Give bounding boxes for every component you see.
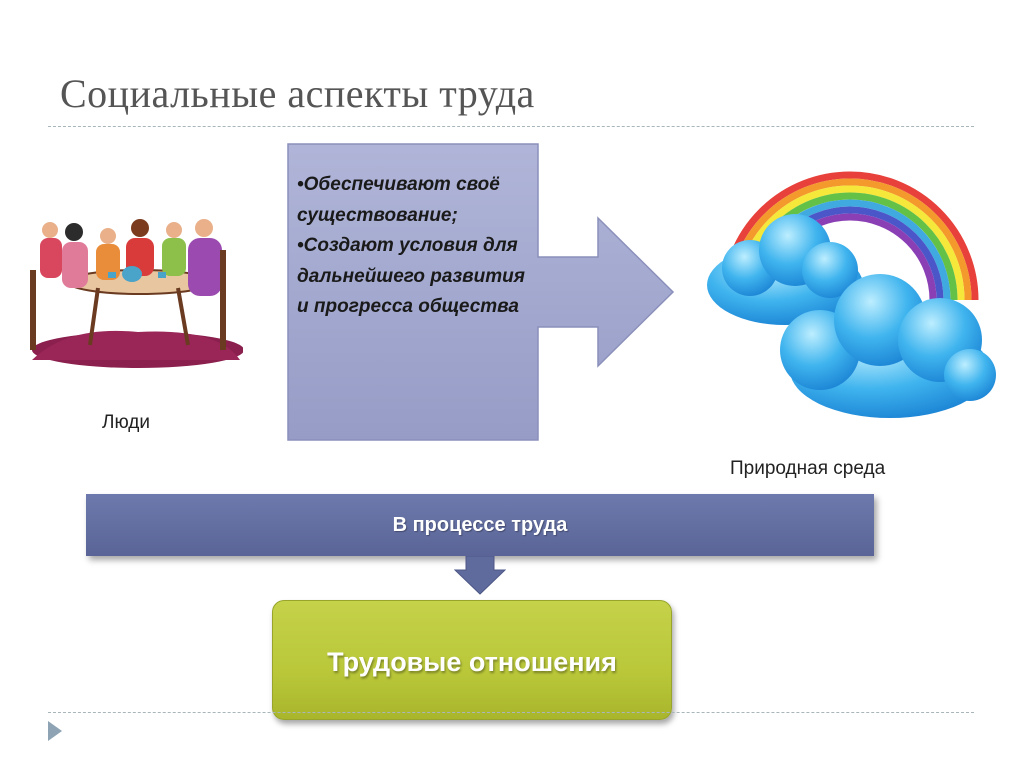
people-illustration [30, 219, 243, 368]
process-label: В процессе труда [392, 514, 568, 536]
right-arrow-shape [287, 143, 675, 441]
arrow-item-1: •Обеспечивают своё существование; [297, 174, 500, 226]
down-arrow-shape [454, 556, 506, 595]
title-divider [48, 126, 974, 127]
play-triangle-icon [48, 721, 62, 741]
arrow-item-2: •Создают условия для дальнейшего развити… [297, 235, 525, 317]
labor-relations-box: Трудовые отношения [272, 600, 672, 720]
slide-title: Социальные аспекты труда [60, 71, 535, 116]
rainbow-clouds-illustration [707, 171, 996, 418]
labor-relations-label: Трудовые отношения [327, 647, 617, 677]
footer-divider [48, 712, 974, 713]
process-bar: В процессе труда [86, 494, 874, 556]
people-label: Люди [102, 412, 151, 433]
nature-label: Природная среда [730, 458, 886, 479]
arrow-text: •Обеспечивают своё существование; •Созда… [297, 170, 537, 323]
